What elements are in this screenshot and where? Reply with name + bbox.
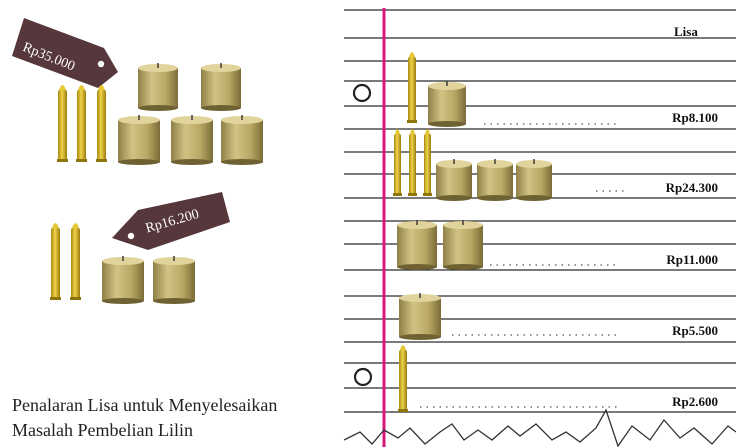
tall-candle-icon: [57, 85, 68, 162]
price-tag-icon: [12, 18, 118, 88]
row-price-2: Rp24.300: [665, 180, 718, 195]
tall-candle-icon: [70, 223, 81, 300]
tall-candle-icon: [408, 129, 417, 196]
notebook-header: Lisa: [674, 24, 698, 39]
tall-candle-icon: [423, 129, 432, 196]
row-price-1: Rp8.100: [672, 110, 718, 125]
short-candle-icon: [428, 81, 466, 127]
row-price-5: Rp2.600: [672, 394, 718, 409]
short-candle-icon: [201, 63, 241, 111]
circle-marker-icon: [353, 367, 373, 387]
tall-candle-icon: [407, 52, 417, 123]
tall-candle-icon: [50, 223, 61, 300]
circle-marker-icon: [352, 83, 372, 103]
short-candle-icon: [102, 256, 144, 304]
caption: Penalaran Lisa untuk Menyelesaikan Masal…: [12, 393, 342, 443]
short-candle-icon: [138, 63, 178, 111]
short-candle-icon: [477, 159, 513, 201]
short-candle-icon: [443, 220, 483, 270]
dotted-leaders: [420, 123, 626, 408]
tall-candle-icon: [398, 345, 408, 412]
row-price-3: Rp11.000: [666, 252, 718, 267]
candles: [50, 52, 552, 412]
caption-line-2: Masalah Pembelian Lilin: [12, 420, 193, 440]
tall-candle-icon: [96, 85, 107, 162]
short-candle-icon: [153, 256, 195, 304]
short-candle-icon: [516, 159, 552, 201]
tall-candle-icon: [393, 129, 402, 196]
torn-paper-edge: [343, 408, 736, 447]
short-candle-icon: [436, 159, 472, 201]
caption-line-1: Penalaran Lisa untuk Menyelesaikan: [12, 395, 278, 415]
short-candle-icon: [397, 220, 437, 270]
tall-candle-icon: [76, 85, 87, 162]
short-candle-icon: [118, 115, 160, 165]
short-candle-icon: [171, 115, 213, 165]
price-tag-icon: [112, 192, 230, 250]
short-candle-icon: [221, 115, 263, 165]
short-candle-icon: [399, 293, 441, 340]
row-price-4: Rp5.500: [672, 323, 718, 338]
